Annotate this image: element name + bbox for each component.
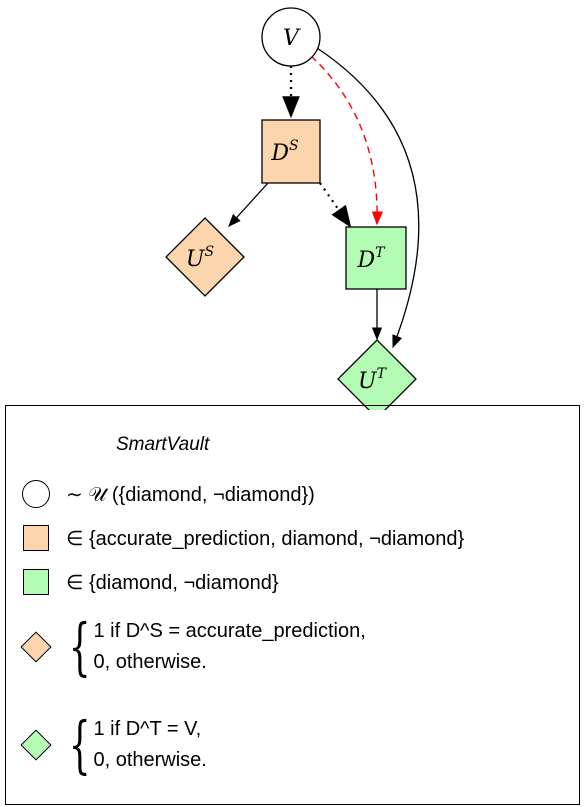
legend-box: SmartVault ∼ 𝒰 ({diamond, ¬diamond}) ∈ {… <box>5 405 580 805</box>
green-decision-text: ∈ {diamond, ¬diamond} <box>66 571 279 594</box>
node-us-sup: S <box>204 244 214 260</box>
node-v-label: V <box>283 26 301 51</box>
legend-row-orange-utility: { 1 if D^S = accurate_prediction, 0, oth… <box>20 616 366 678</box>
edge-v-ut <box>316 47 420 349</box>
orange-utility-case-2: 0, otherwise. <box>93 651 207 673</box>
svg-text:DT: DT <box>357 245 387 273</box>
brace-icon: { <box>68 708 91 781</box>
legend-row-green-decision: ∈ {diamond, ¬diamond} <box>20 566 279 598</box>
node-us-label: U <box>186 247 206 272</box>
legend-row-orange-decision: ∈ {accurate_prediction, diamond, ¬diamon… <box>20 522 464 554</box>
legend-title: SmartVault <box>116 434 210 455</box>
brace-icon: { <box>68 610 91 683</box>
orange-utility-symbol <box>20 631 52 663</box>
node-v: V <box>261 7 321 67</box>
node-ut: UT <box>337 339 417 410</box>
green-utility-case-1: 1 if D^T = V, <box>93 718 202 740</box>
legend-row-chance: ∼ 𝒰 ({diamond, ¬diamond}) <box>20 478 315 510</box>
orange-utility-case-1: 1 if D^S = accurate_prediction, <box>93 620 366 642</box>
legend-row-green-utility: { 1 if D^T = V, 0, otherwise. <box>20 714 207 776</box>
node-ut-sup: T <box>377 366 388 382</box>
svg-text:US: US <box>186 244 214 272</box>
svg-text:DS: DS <box>270 138 298 166</box>
edge-v-dt <box>310 55 383 226</box>
edge-ds-us <box>228 182 269 227</box>
node-us: US <box>165 217 245 297</box>
node-dt: DT <box>345 226 407 290</box>
chance-node-text: ∼ 𝒰 ({diamond, ¬diamond}) <box>66 483 315 506</box>
green-utility-case-2: 0, otherwise. <box>93 749 207 771</box>
green-utility-symbol <box>20 729 52 761</box>
svg-text:UT: UT <box>358 366 388 394</box>
node-ds-sup: S <box>289 138 299 154</box>
node-ds: DS <box>261 119 321 184</box>
orange-decision-symbol <box>20 522 52 554</box>
edge-ds-dt <box>319 182 352 228</box>
influence-diagram: V DS US DT UT <box>165 7 420 410</box>
orange-decision-text: ∈ {accurate_prediction, diamond, ¬diamon… <box>66 527 465 550</box>
node-dt-label: D <box>357 248 376 273</box>
node-ds-label: D <box>270 141 289 166</box>
node-ut-label: U <box>358 369 378 394</box>
green-decision-symbol <box>20 566 52 598</box>
node-dt-sup: T <box>375 245 386 261</box>
chance-node-symbol <box>20 478 52 510</box>
